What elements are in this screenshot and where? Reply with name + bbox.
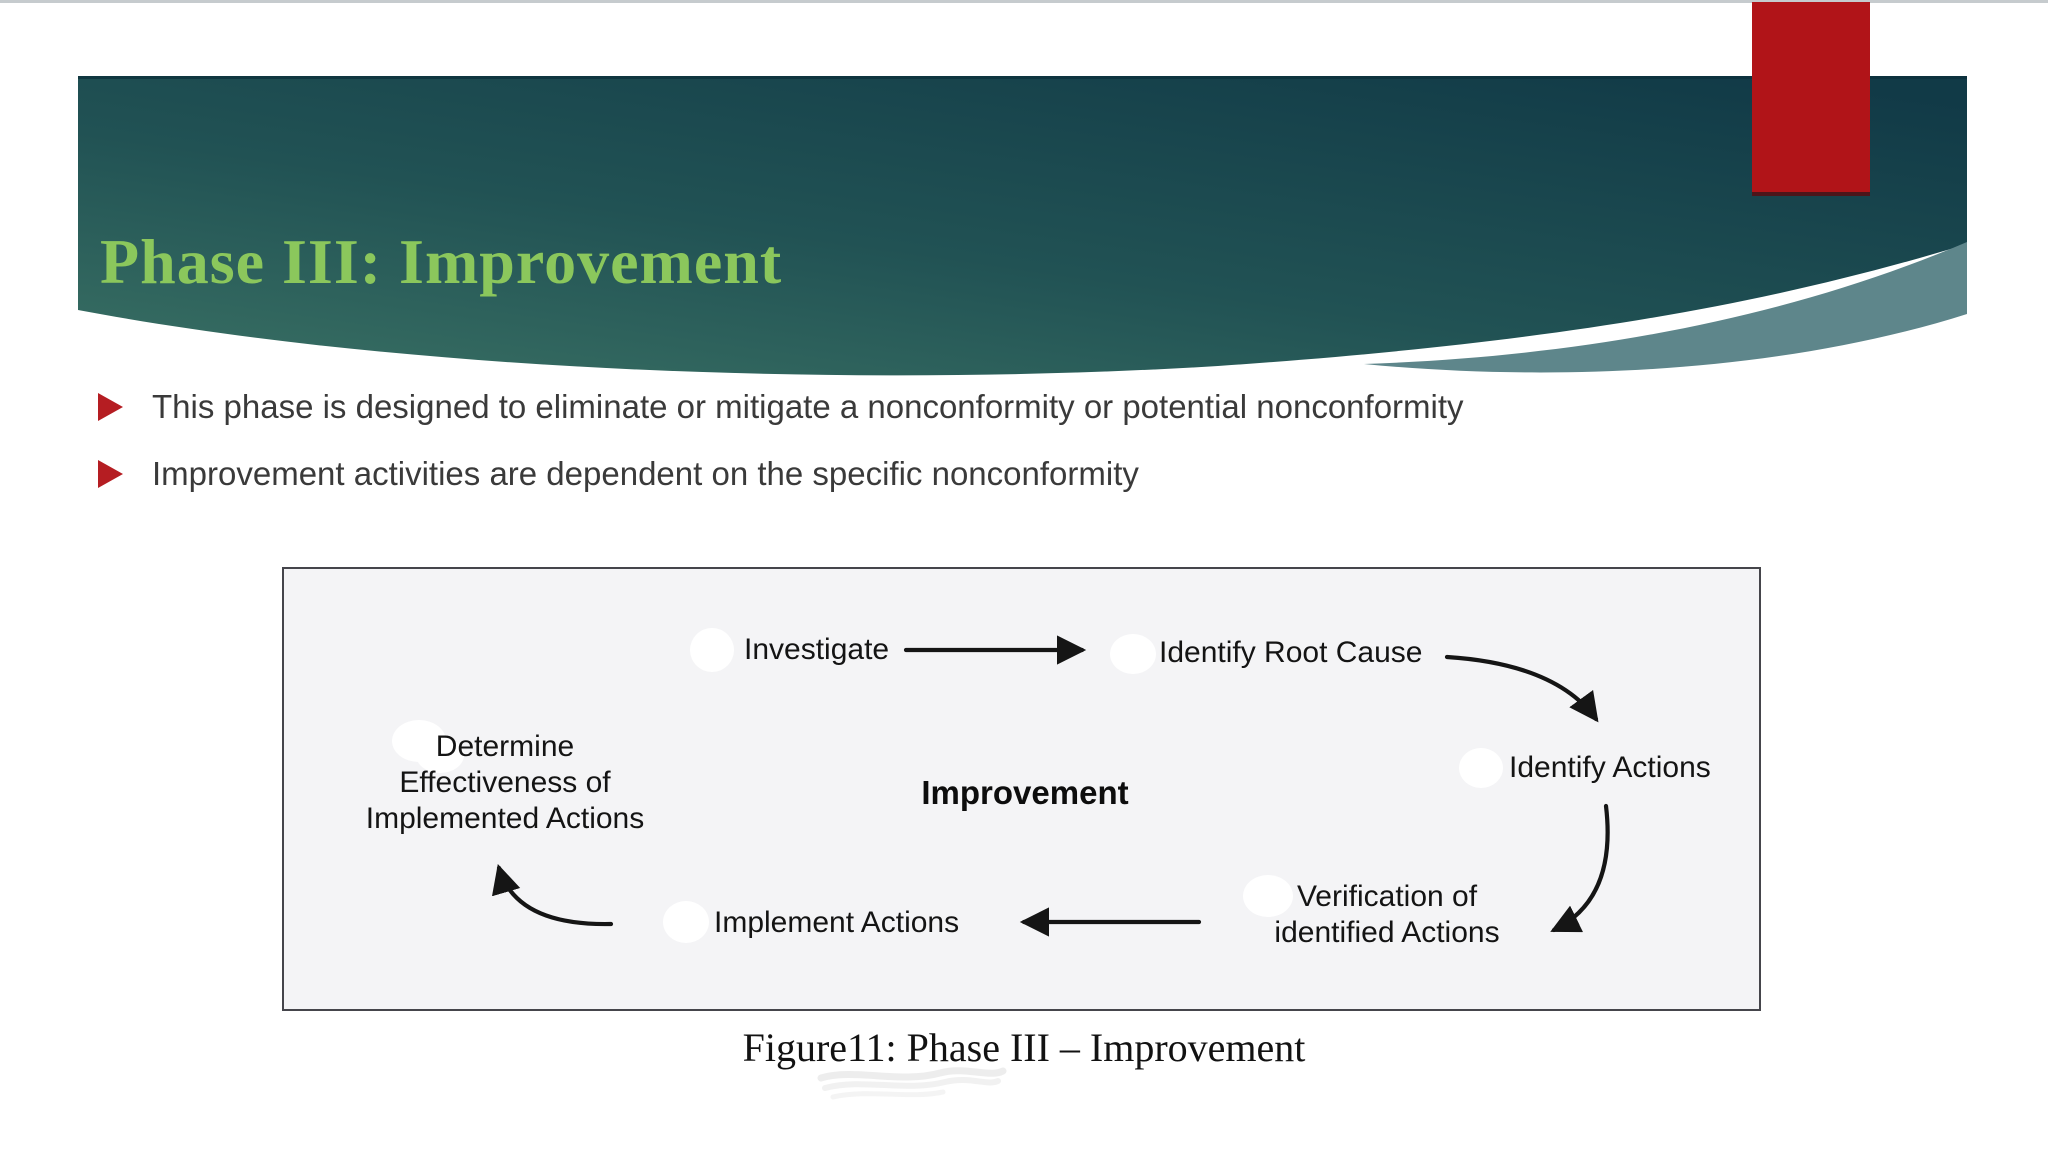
bullet-triangle-icon — [98, 393, 123, 421]
improvement-cycle-diagram: Investigate Identify Root Cause Identify… — [282, 567, 1761, 1011]
banner-top-line — [78, 76, 1967, 79]
banner-wave-shape — [78, 76, 1967, 376]
node-implement-actions: Implement Actions — [714, 906, 960, 939]
arrow-implement-to-determine — [492, 863, 614, 927]
figure-caption: Figure11: Phase III – Improvement — [742, 1025, 1306, 1070]
pencil-smudge — [817, 1067, 1007, 1100]
header-banner — [78, 76, 1967, 376]
diagram-arrows-layer — [392, 628, 1610, 943]
node-verification-of-identified-actions: Verification of identified Actions — [1274, 880, 1500, 949]
node-determine-effectiveness: Determine Effectiveness of Implemented A… — [365, 730, 645, 835]
node-identify-root-cause: Identify Root Cause — [1159, 636, 1423, 669]
banner-light-swoosh — [1364, 242, 1967, 373]
arrow-root-cause-to-identify-actions — [1444, 654, 1599, 723]
arrow-identify-actions-to-verification — [1550, 803, 1610, 933]
bullet-triangle-icon — [98, 460, 123, 488]
bullet-item-1: This phase is designed to eliminate or m… — [152, 388, 1464, 425]
whiteout-blobs — [392, 628, 1503, 943]
page-title: Phase III: Improvement — [100, 226, 783, 297]
node-investigate: Investigate — [744, 633, 890, 666]
node-identify-actions: Identify Actions — [1509, 751, 1711, 784]
bullet-item-2: Improvement activities are dependent on … — [152, 455, 1139, 492]
slide-top-edge — [0, 0, 2048, 3]
diagram-center-label: Improvement — [921, 774, 1129, 811]
red-ribbon — [1752, 2, 1870, 196]
